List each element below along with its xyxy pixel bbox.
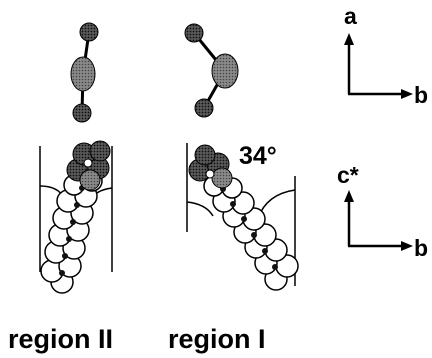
axes-a-b: a b [344, 3, 428, 108]
axis-c-star-label: c* [337, 162, 359, 188]
central-atom [70, 56, 96, 92]
axis-b-label: b [414, 235, 428, 261]
region-ii-label: region II [8, 324, 113, 354]
axis-a-label: a [344, 3, 357, 29]
terminal-atom [72, 103, 92, 123]
axes-c-star-b: c* b [337, 162, 428, 261]
angle-arc [186, 201, 214, 217]
molecule-region-i-bottom: 34° [186, 142, 299, 291]
molecule-region-ii-bottom [39, 140, 113, 294]
molecule-region-ii-top [70, 22, 99, 123]
central-atom [211, 53, 239, 89]
terminal-atom [194, 98, 214, 118]
region-i-label: region I [168, 324, 266, 354]
terminal-atom [79, 22, 99, 42]
tilt-angle-label: 34° [239, 142, 277, 170]
axis-b-label: b [414, 82, 428, 108]
terminal-atom [184, 23, 204, 43]
molecule-region-i-top [184, 23, 239, 118]
